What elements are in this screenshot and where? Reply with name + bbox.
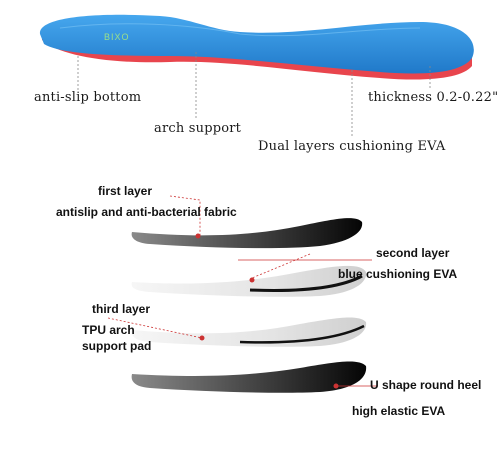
label-anti-slip-bottom: anti-slip bottom bbox=[34, 90, 142, 105]
label-blue-eva: blue cushioning EVA bbox=[338, 267, 458, 281]
label-antislip-fabric: antislip and anti-bacterial fabric bbox=[56, 205, 237, 219]
label-high-elastic-eva: high elastic EVA bbox=[352, 404, 446, 418]
brand-mark: BIXO bbox=[104, 32, 130, 42]
label-third-layer: third layer bbox=[92, 302, 151, 316]
label-dual-layers: Dual layers cushioning EVA bbox=[258, 139, 446, 154]
label-u-shape-heel: U shape round heel bbox=[370, 378, 482, 392]
insole-blue-top bbox=[39, 14, 474, 74]
label-second-layer: second layer bbox=[376, 246, 450, 260]
layer-4-heel bbox=[131, 361, 367, 393]
layer-1-fabric bbox=[131, 218, 363, 249]
layer-2-eva bbox=[131, 265, 367, 297]
label-support-pad: support pad bbox=[82, 339, 152, 353]
label-tpu-arch: TPU arch bbox=[82, 323, 135, 337]
label-arch-support: arch support bbox=[154, 121, 242, 136]
label-first-layer: first layer bbox=[98, 184, 153, 198]
label-thickness: thickness 0.2-0.22" bbox=[368, 90, 499, 105]
